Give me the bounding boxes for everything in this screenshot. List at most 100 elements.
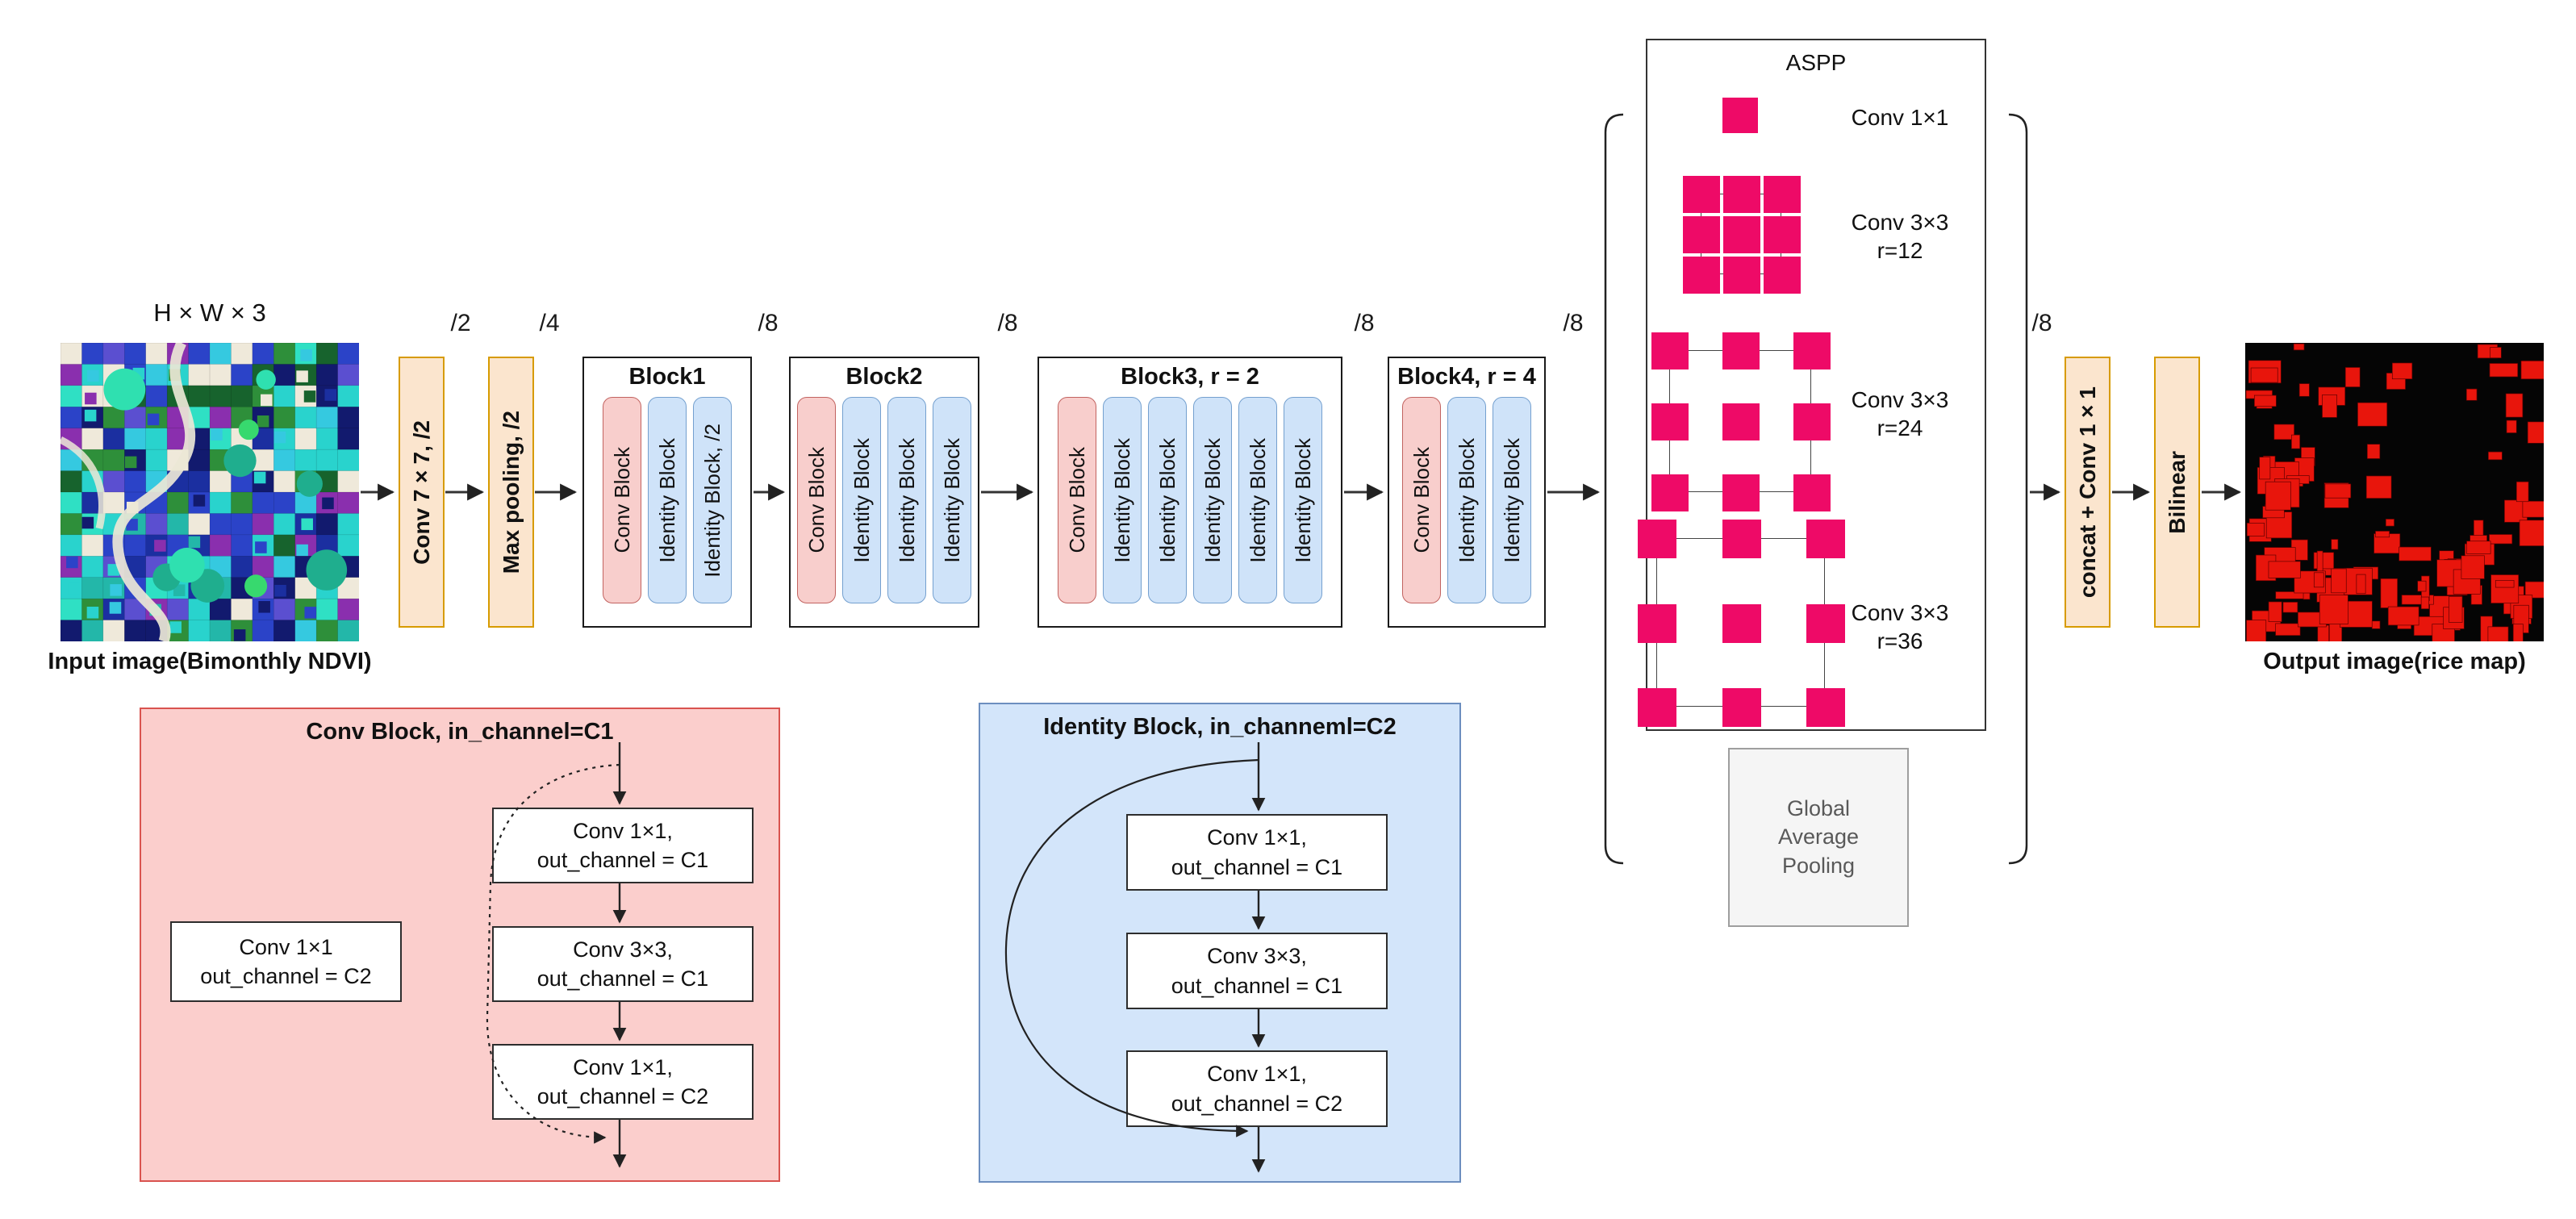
block-title: Block3, r = 2 — [1121, 364, 1259, 390]
output-image — [2245, 343, 2544, 641]
identity-panel-box3: Conv 1×1, out_channel = C2 — [1126, 1050, 1388, 1127]
maxpool-layer: Max pooling, /2 — [488, 357, 534, 628]
branch-rate-label: r=24 — [1877, 415, 1923, 440]
conv7x7-label: Conv 7×7, /2 — [408, 420, 434, 565]
bilinear-layer: Bilinear — [2154, 357, 2200, 628]
sub-block-identity: Identity Block — [887, 396, 926, 603]
sub-block-label: Identity Block — [1290, 437, 1315, 563]
box-line: Conv 1×1 — [239, 934, 333, 959]
atrous-sample-point — [1723, 216, 1760, 253]
atrous-sample-point — [1638, 688, 1676, 727]
atrous-sample-point — [1793, 332, 1831, 369]
sub-block-label: Identity Block — [1200, 437, 1225, 563]
sub-block-label: Identity Block — [1245, 437, 1270, 563]
sub-block-label: Identity Block — [849, 437, 874, 563]
atrous-kernel-r24 — [1651, 332, 1831, 511]
bilinear-label: Bilinear — [2164, 450, 2190, 534]
aspp-branch-label: Conv 3×3 r=24 — [1811, 386, 1989, 442]
sub-block-identity: Identity Block — [933, 396, 971, 603]
stride-label: /8 — [997, 310, 1018, 336]
box-line: Conv 3×3, — [573, 937, 673, 962]
atrous-sample-point — [1722, 688, 1761, 727]
sub-block-label: Identity Block — [1109, 437, 1134, 563]
box-line: out_channel = C1 — [1171, 854, 1343, 879]
atrous-sample-point — [1683, 257, 1720, 294]
atrous-sample-point — [1806, 603, 1845, 643]
stride-label: /2 — [450, 310, 471, 336]
atrous-kernel-r36 — [1638, 520, 1845, 727]
atrous-sample-point — [1722, 332, 1760, 369]
atrous-sample-point — [1651, 332, 1689, 369]
sub-block-label: Identity Block — [939, 437, 964, 563]
atrous-sample-point — [1764, 216, 1801, 253]
sub-block-conv: Conv Block — [1402, 396, 1441, 603]
box-line: out_channel = C1 — [536, 966, 709, 991]
sub-block-label: Conv Block — [804, 447, 829, 553]
box-line: Conv 3×3, — [1207, 944, 1307, 969]
sub-block-identity: Identity Block — [1284, 396, 1322, 603]
atrous-sample-point — [1722, 520, 1761, 558]
branch-rate-label: r=36 — [1877, 628, 1923, 653]
sub-block-identity: Identity Block — [1238, 396, 1277, 603]
atrous-sample-point — [1723, 257, 1760, 294]
block-title: Block4, r = 4 — [1397, 364, 1536, 390]
sub-block-label: Conv Block — [1409, 447, 1434, 553]
atrous-sample-point — [1764, 176, 1801, 213]
output-caption: Output image(rice map) — [2263, 649, 2526, 674]
backbone-block4: Block4, r = 4 Conv Block Identity Block Id… — [1388, 357, 1546, 628]
box-line: out_channel = C1 — [536, 848, 709, 872]
aspp-branch-label: Conv 3×3 r=12 — [1811, 208, 1989, 265]
identity-panel-box1: Conv 1×1, out_channel = C1 — [1126, 814, 1388, 891]
identity-panel-box2: Conv 3×3, out_channel = C1 — [1126, 933, 1388, 1009]
sub-block-identity: Identity Block — [1493, 396, 1531, 603]
conv7x7-layer: Conv 7×7, /2 — [399, 357, 445, 628]
branch-kernel-label: Conv 3×3 — [1851, 210, 1949, 235]
stride-label: /8 — [2031, 310, 2052, 336]
stride-label: /8 — [1563, 310, 1584, 336]
conv-panel-box2: Conv 3×3, out_channel = C1 — [492, 926, 754, 1002]
sub-block-label: Identity Block — [894, 437, 919, 563]
atrous-sample-point — [1722, 403, 1760, 440]
atrous-sample-point — [1683, 176, 1720, 213]
block-sublayers: Conv Block Identity Block Identity Block — [1402, 396, 1531, 603]
conv-panel-title: Conv Block, in_channel=C1 — [306, 719, 614, 745]
sub-block-label: Conv Block — [1064, 447, 1089, 553]
maxpool-label: Max pooling, /2 — [498, 410, 524, 574]
atrous-sample-point — [1723, 176, 1760, 213]
box-line: out_channel = C2 — [536, 1084, 709, 1108]
box-line: Conv 1×1, — [1207, 1062, 1307, 1087]
input-caption: Input image(Bimonthly NDVI) — [48, 649, 372, 674]
atrous-sample-point — [1793, 403, 1831, 440]
branch-rate-label: r=12 — [1877, 238, 1923, 263]
sub-block-identity: Identity Block — [1148, 396, 1187, 603]
gap-label: Global Average Pooling — [1777, 796, 1860, 878]
shortcut-conv-box: Conv 1×1 out_channel = C2 — [170, 921, 402, 1002]
block-title: Block2 — [845, 364, 923, 390]
atrous-sample-point — [1683, 216, 1720, 253]
block-sublayers: Conv Block Identity Block Identity Block Id… — [1058, 396, 1322, 603]
sub-block-identity: Identity Block, /2 — [693, 396, 732, 603]
box-line: out_channel = C2 — [1171, 1091, 1343, 1116]
sub-block-label: Identity Block, /2 — [699, 423, 724, 578]
atrous-sample-point — [1793, 474, 1831, 511]
sub-block-conv: Conv Block — [1058, 396, 1096, 603]
atrous-sample-point — [1722, 474, 1760, 511]
atrous-kernel-r12 — [1683, 176, 1801, 294]
branch-kernel-label: Conv 3×3 — [1851, 600, 1949, 625]
atrous-sample-point — [1651, 403, 1689, 440]
atrous-sample-point — [1764, 257, 1801, 294]
global-average-pooling-box: Global Average Pooling — [1728, 748, 1909, 927]
conv1x1-kernel-square — [1722, 98, 1758, 133]
atrous-sample-point — [1651, 474, 1689, 511]
stride-label: /8 — [1354, 310, 1375, 336]
atrous-sample-point — [1638, 603, 1676, 643]
sub-block-identity: Identity Block — [1103, 396, 1142, 603]
sub-block-conv: Conv Block — [603, 396, 641, 603]
block-title: Block1 — [628, 364, 706, 390]
conv-panel-box3: Conv 1×1, out_channel = C2 — [492, 1044, 754, 1120]
aspp-title: ASPP — [1785, 50, 1847, 75]
input-dims-label: H × W × 3 — [153, 298, 266, 327]
sub-block-label: Identity Block — [1454, 437, 1479, 563]
